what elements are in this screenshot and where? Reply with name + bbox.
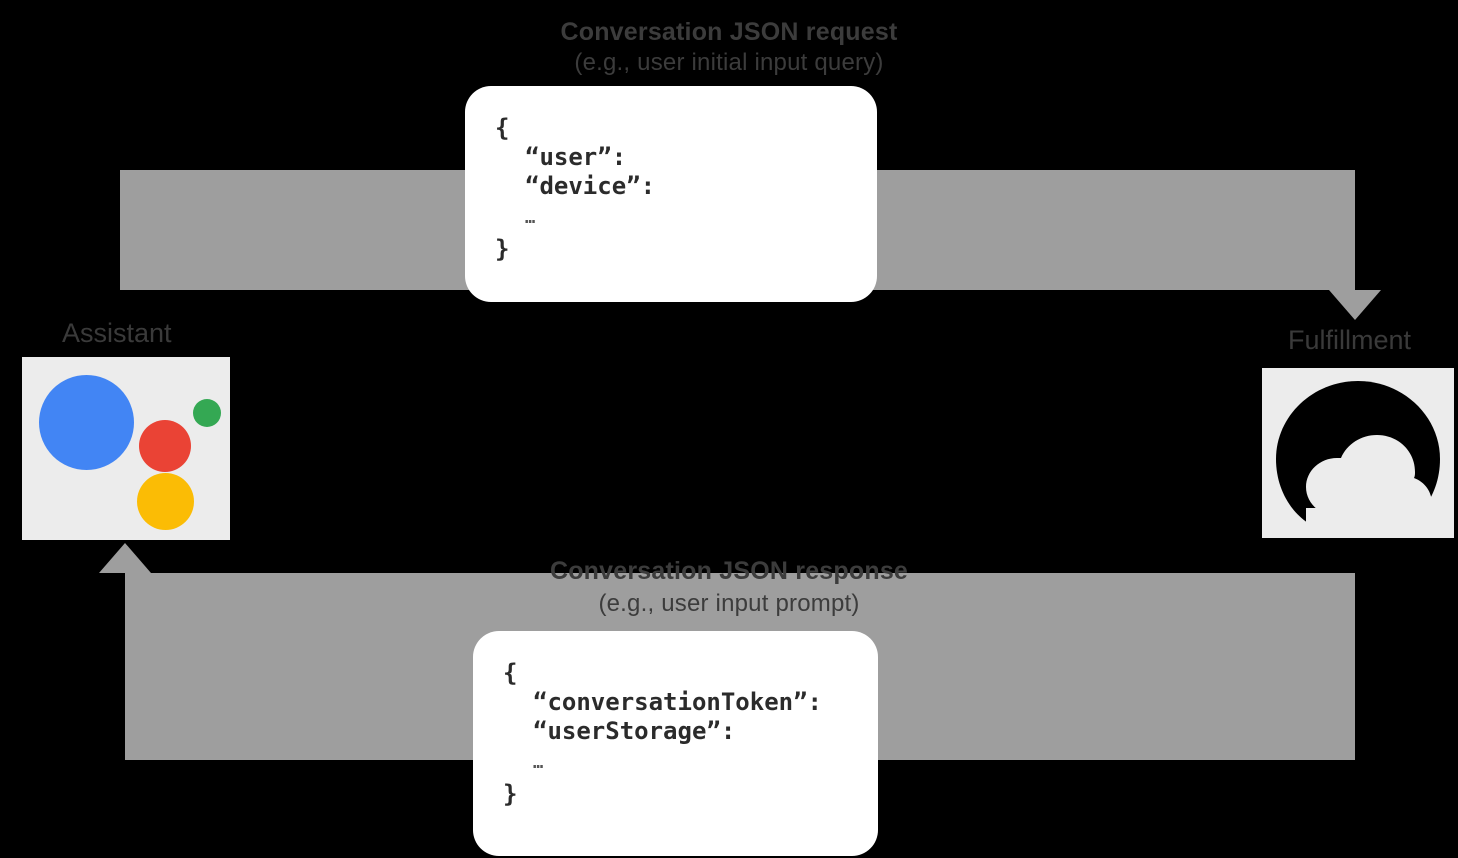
response-json-close-brace: }	[503, 780, 518, 808]
yellow-dot-icon	[137, 473, 194, 530]
request-json-close-brace: }	[495, 235, 510, 263]
response-flow-title: Conversation JSON response	[549, 557, 909, 585]
cloud-icon	[1276, 381, 1440, 524]
response-json-ellipsis: …	[533, 753, 544, 773]
request-json-field-user: “user”:	[525, 143, 627, 171]
response-json-field-conversation-token: “conversationToken”:	[533, 688, 822, 716]
google-assistant-logo	[22, 357, 230, 540]
response-json-card: { “conversationToken”: “userStorage”: … …	[473, 631, 878, 856]
request-json-field-device: “device”:	[525, 172, 656, 200]
node-label-fulfillment: Fulfillment	[1288, 325, 1412, 355]
response-json-field-user-storage: “userStorage”:	[533, 717, 736, 745]
red-dot-icon	[139, 420, 191, 472]
request-json-card: { “user”: “device”: … }	[465, 86, 877, 302]
green-dot-icon	[193, 399, 221, 427]
request-flow-title: Conversation JSON request	[560, 18, 898, 46]
request-flow-arrowhead-icon	[1329, 290, 1381, 320]
request-flow-subtitle: (e.g., user initial input query)	[574, 49, 884, 76]
request-json-ellipsis: …	[525, 208, 536, 228]
cloud-icon-tile	[1262, 368, 1454, 538]
response-flow-arrowhead-icon	[99, 543, 151, 573]
node-label-assistant: Assistant	[62, 318, 172, 348]
request-json-open-brace: {	[495, 114, 510, 142]
response-flow-subtitle: (e.g., user input prompt)	[598, 590, 860, 617]
response-json-open-brace: {	[503, 659, 518, 687]
blue-dot-icon	[39, 375, 134, 470]
